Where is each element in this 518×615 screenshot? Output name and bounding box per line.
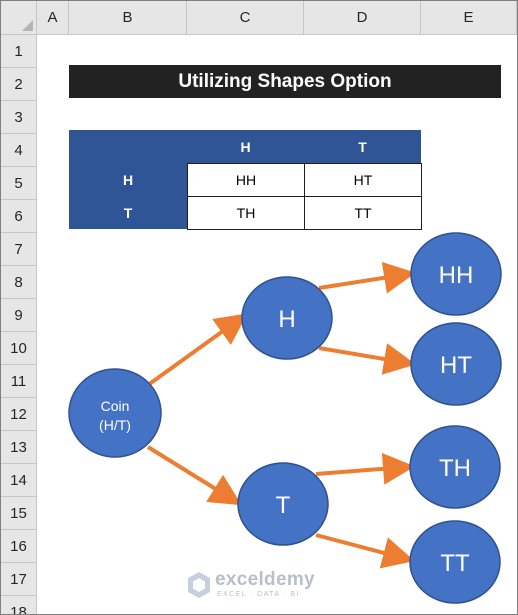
arrow-t-to-tt[interactable] <box>315 533 415 569</box>
select-all-corner[interactable] <box>1 1 37 35</box>
node-hh-shape[interactable] <box>410 232 502 316</box>
node-tt[interactable]: TT <box>409 520 501 604</box>
row-header-14[interactable]: 14 <box>1 464 37 497</box>
node-hh-label: HH <box>439 262 474 289</box>
column-header-c[interactable]: C <box>187 1 304 35</box>
table-cell-tt[interactable]: TT <box>304 196 422 230</box>
exceldemy-watermark: exceldemy EXCEL · DATA · BI <box>187 567 337 603</box>
table-col-header-h[interactable]: H <box>187 130 304 163</box>
node-t-label: T <box>276 492 291 519</box>
table-cell-th[interactable]: TH <box>187 196 305 230</box>
row-header-17[interactable]: 17 <box>1 563 37 596</box>
row-header-7[interactable]: 7 <box>1 233 37 266</box>
node-root-shape[interactable] <box>68 368 162 458</box>
table-col-header-t[interactable]: T <box>304 130 421 163</box>
node-root[interactable]: Coin (H/T) <box>68 368 162 458</box>
node-root-line1: Coin <box>101 398 130 414</box>
table-row-header-h[interactable]: H <box>69 163 187 196</box>
row-header-5[interactable]: 5 <box>1 167 37 200</box>
node-th[interactable]: TH <box>409 425 501 509</box>
row-header-8[interactable]: 8 <box>1 266 37 299</box>
row-header-16[interactable]: 16 <box>1 530 37 563</box>
node-ht[interactable]: HT <box>410 322 502 406</box>
column-header-a[interactable]: A <box>37 1 69 35</box>
row-header-11[interactable]: 11 <box>1 365 37 398</box>
table-row-header-t[interactable]: T <box>69 196 187 229</box>
row-header-6[interactable]: 6 <box>1 200 37 233</box>
row-header-4[interactable]: 4 <box>1 134 37 167</box>
row-header-13[interactable]: 13 <box>1 431 37 464</box>
node-h-label: H <box>278 306 295 333</box>
node-t-shape[interactable] <box>237 462 329 546</box>
arrow-h-to-hh[interactable] <box>318 261 416 294</box>
row-header-15[interactable]: 15 <box>1 497 37 530</box>
node-th-shape[interactable] <box>409 425 501 509</box>
node-h-shape[interactable] <box>241 276 333 360</box>
column-header-e[interactable]: E <box>421 1 517 35</box>
watermark-name: exceldemy <box>215 569 315 590</box>
arrow-coin-to-h[interactable] <box>146 313 248 387</box>
row-header-3[interactable]: 3 <box>1 101 37 134</box>
watermark-tagline: EXCEL · DATA · BI <box>217 591 300 598</box>
node-h[interactable]: H <box>241 276 333 360</box>
node-tt-label: TT <box>440 550 470 577</box>
column-header-d[interactable]: D <box>304 1 421 35</box>
node-root-line2: (H/T) <box>99 417 131 433</box>
row-header-9[interactable]: 9 <box>1 299 37 332</box>
arrow-coin-to-t[interactable] <box>146 445 242 506</box>
node-th-label: TH <box>439 455 471 482</box>
arrow-t-to-th[interactable] <box>315 452 415 485</box>
row-header-18[interactable]: 18 <box>1 596 37 614</box>
arrow-h-to-ht[interactable] <box>318 343 416 375</box>
row-header-12[interactable]: 12 <box>1 398 37 431</box>
node-hh[interactable]: HH <box>410 232 502 316</box>
node-t[interactable]: T <box>237 462 329 546</box>
node-ht-label: HT <box>440 352 472 379</box>
select-all-triangle-icon <box>22 20 33 31</box>
table-corner-cell[interactable] <box>69 130 187 163</box>
exceldemy-logo-icon <box>188 572 210 598</box>
sheet-title: Utilizing Shapes Option <box>69 65 501 98</box>
column-header-b[interactable]: B <box>69 1 187 35</box>
node-ht-shape[interactable] <box>410 322 502 406</box>
node-tt-shape[interactable] <box>409 520 501 604</box>
row-header-1[interactable]: 1 <box>1 35 37 68</box>
row-header-10[interactable]: 10 <box>1 332 37 365</box>
row-header-2[interactable]: 2 <box>1 68 37 101</box>
